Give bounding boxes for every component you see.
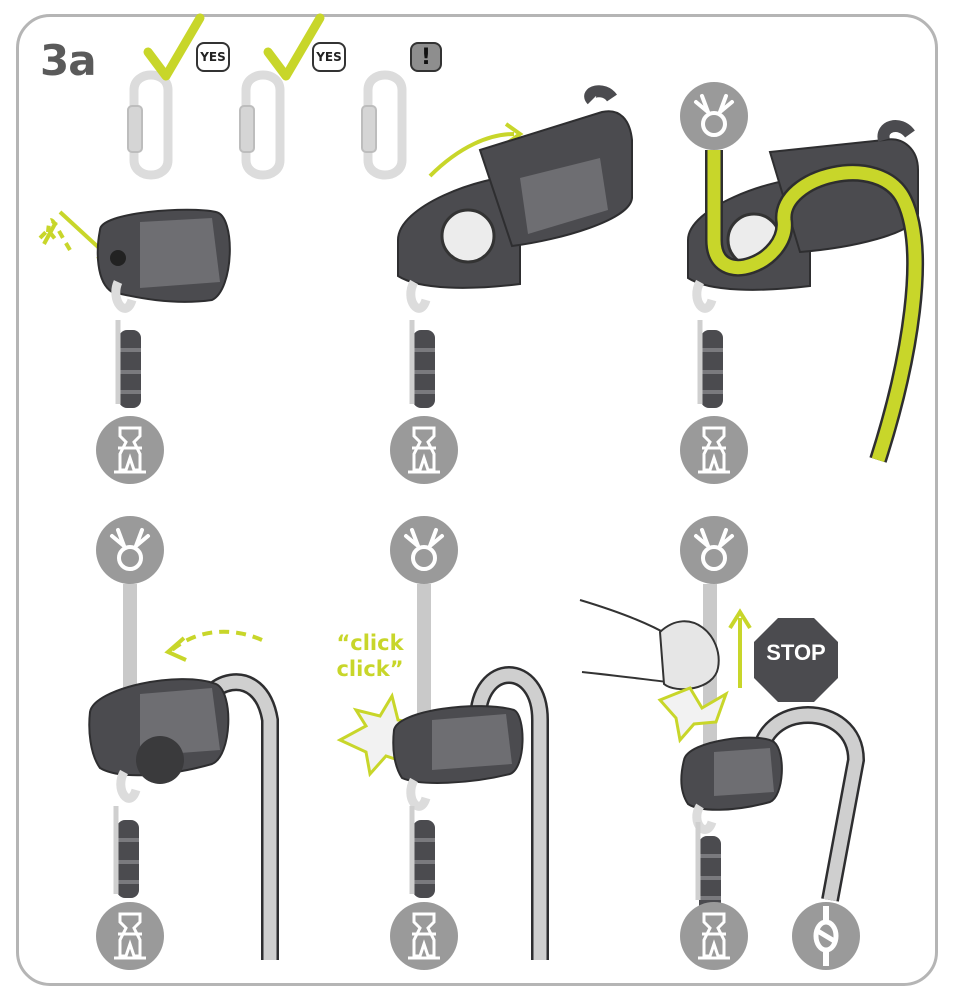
click-sound-text: “click click” [336, 631, 404, 681]
step-label: 3a [40, 36, 97, 85]
stopper-knot-icon [792, 902, 860, 970]
carabiner-d [362, 75, 402, 175]
step-4-close-device [88, 514, 279, 972]
stop-sign-label: STOP [766, 640, 826, 665]
stop-sign-icon [754, 618, 838, 702]
step-2-open-side-plate [388, 85, 633, 486]
check-icon [143, 13, 205, 81]
click-sound-label: “click click” [322, 630, 418, 682]
step-1-open-device [38, 208, 231, 486]
step-5-locking-click [336, 514, 549, 972]
yes-badge: YES [196, 42, 230, 72]
carabiner-hms [240, 75, 280, 175]
step-6-function-test [579, 514, 866, 970]
carabiner-oval [128, 75, 168, 175]
hand-icon [658, 620, 720, 691]
warning-badge: ! [410, 42, 442, 72]
check-icon [263, 13, 325, 81]
yes-badge: YES [312, 42, 346, 72]
step-3-insert-rope [678, 80, 924, 486]
